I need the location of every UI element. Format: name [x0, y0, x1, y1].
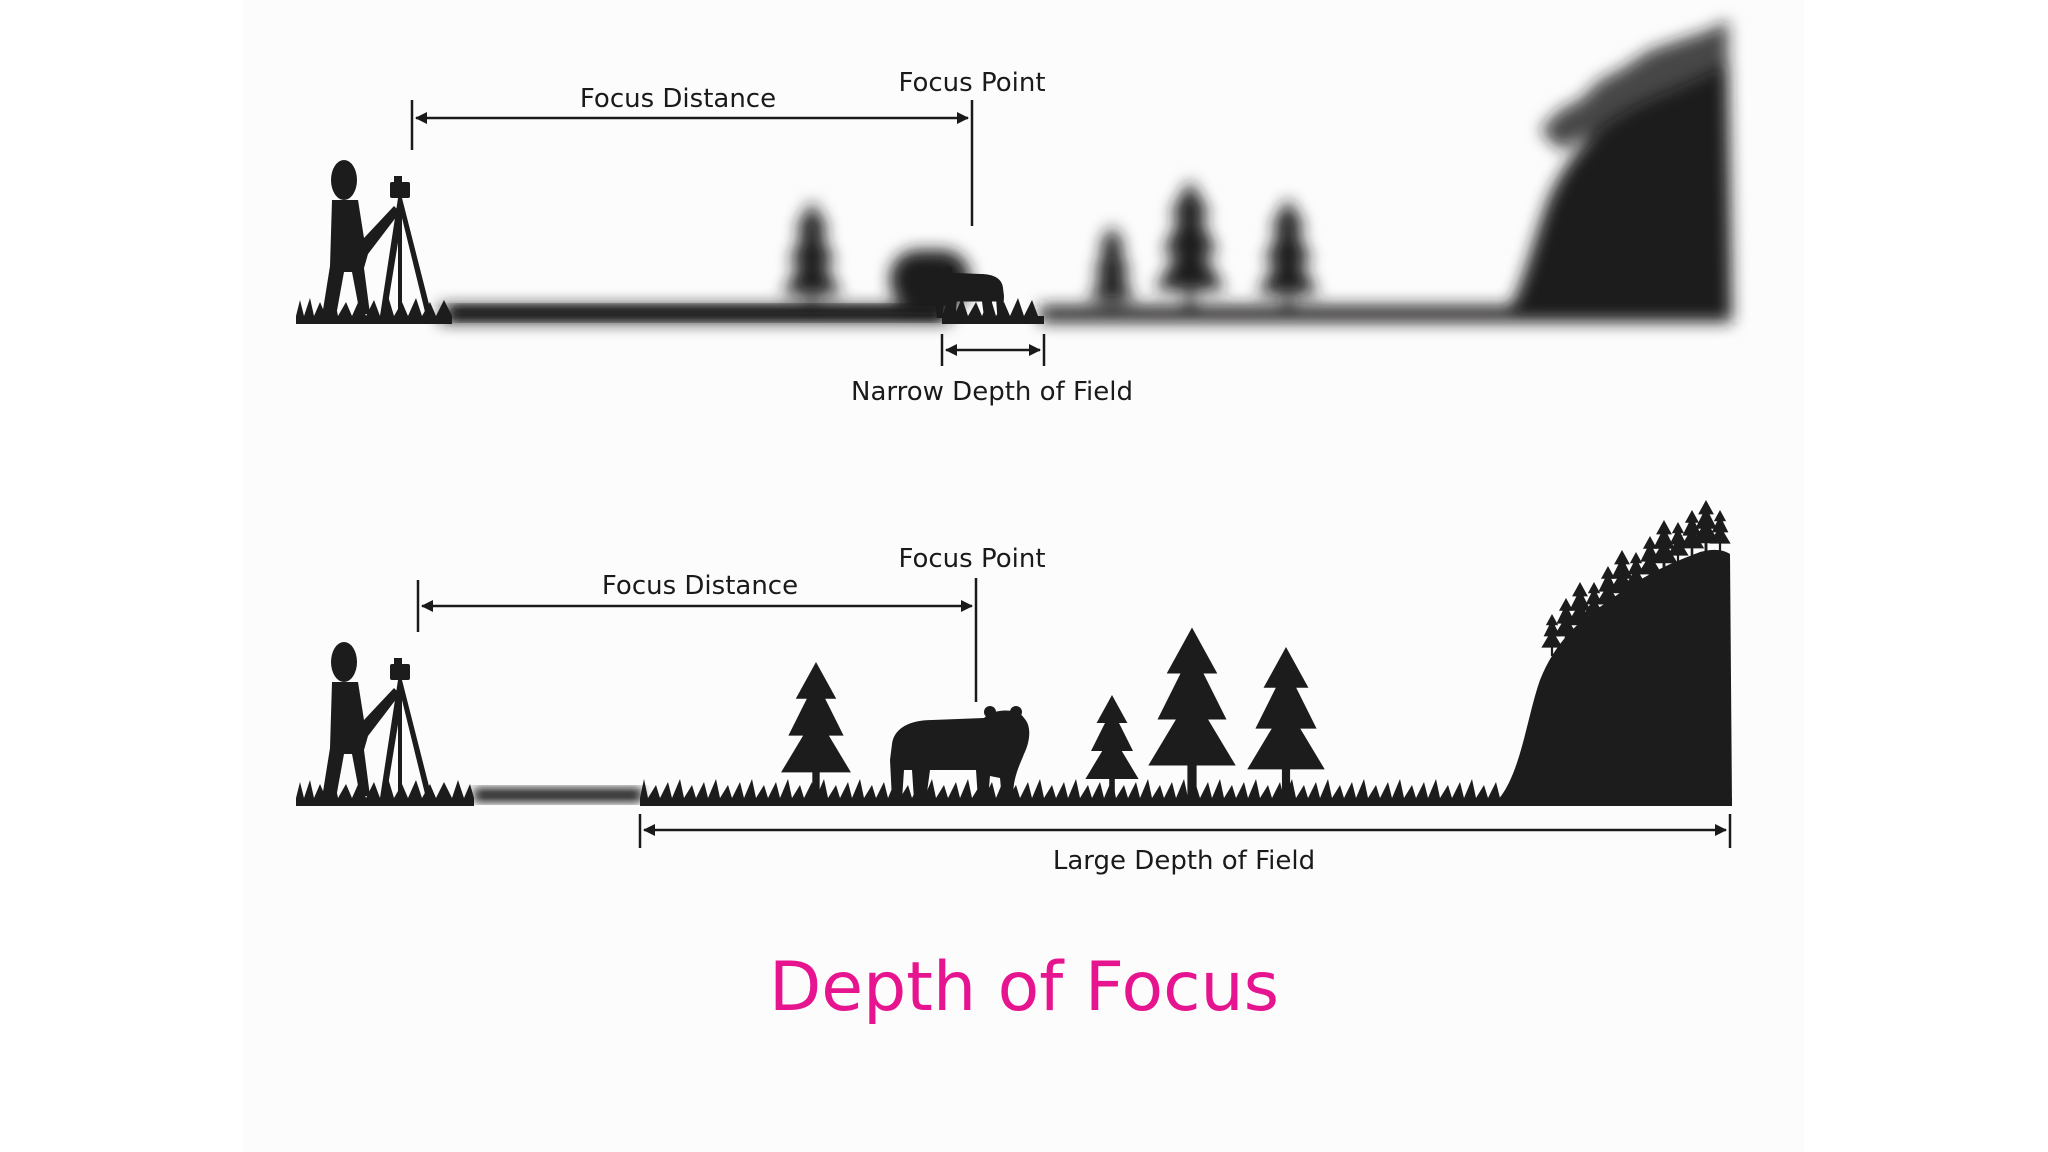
blurred-ground-left: [452, 306, 940, 320]
page-title: Depth of Focus: [769, 948, 1279, 1027]
narrow-focus-point-label: Focus Point: [898, 68, 1045, 98]
grass-far: [640, 779, 1500, 798]
ground-focus-zone: [942, 316, 1044, 324]
large-focus-point-label: Focus Point: [898, 544, 1045, 574]
large-focus-distance-label: Focus Distance: [602, 571, 798, 601]
grass-focus-zone: [942, 296, 1044, 316]
large-measurements: [416, 578, 1732, 848]
ground-near: [296, 316, 452, 324]
narrow-depth-of-field-label: Narrow Depth of Field: [851, 377, 1133, 407]
large-depth-of-field-label: Large Depth of Field: [1053, 846, 1315, 876]
ground-near-2: [296, 798, 474, 806]
hill-icon: [1494, 549, 1732, 806]
panel-background: [242, 0, 1804, 1152]
blurred-ground-near: [474, 788, 642, 802]
narrow-focus-distance-label: Focus Distance: [580, 84, 776, 114]
narrow-panel: [296, 20, 1732, 324]
ground-focus-zone-2: [640, 798, 1732, 806]
large-panel: [296, 500, 1732, 806]
narrow-measurements: [410, 100, 1046, 366]
